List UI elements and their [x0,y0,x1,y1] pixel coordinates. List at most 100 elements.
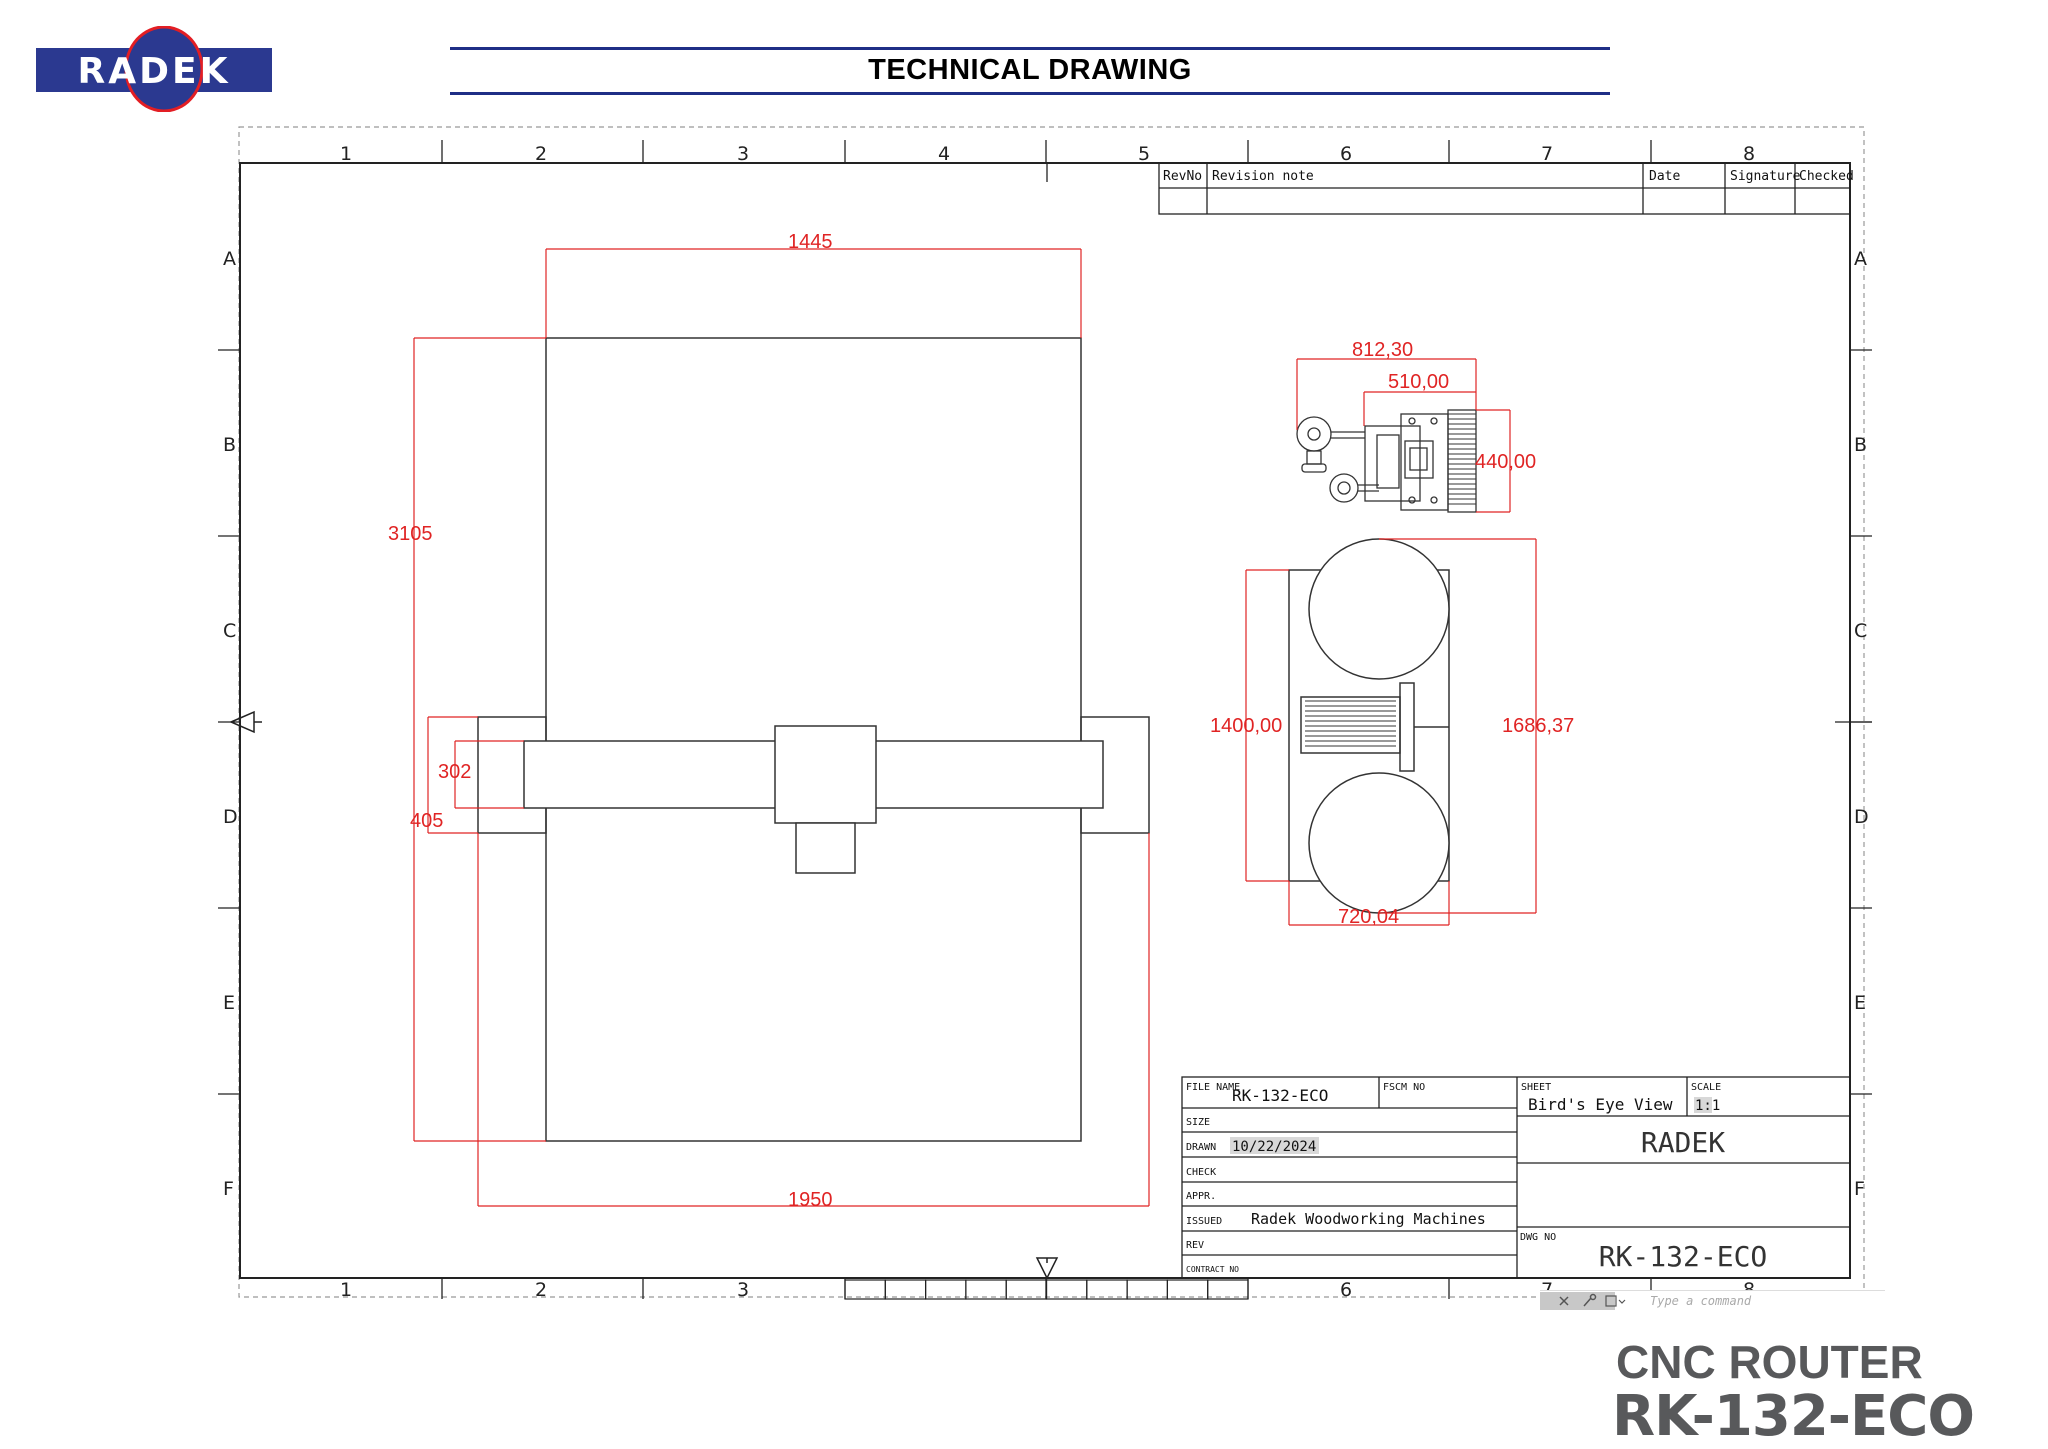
bottom-scale-strip [844,1279,1249,1300]
wrench-icon[interactable] [1583,1293,1597,1307]
dim-label-pump-inner: 510,00 [1388,371,1449,393]
header-rule-bottom [450,92,1610,95]
centering-markers [229,710,1059,1280]
strip-cell [1166,1279,1209,1300]
pump-motor [1296,416,1332,452]
collector-dimensions [1245,538,1537,926]
col-label: 1 [340,143,352,165]
logo-oval [124,26,204,112]
revision-table-headers: RevNo Revision note Date Signature Check… [1163,169,1854,184]
dim-label-gantry-inner: 302 [438,761,471,783]
tb-label-sheet: SHEET [1521,1082,1551,1093]
pump-window-frame [1404,440,1434,479]
row-label: D [223,806,238,828]
paper-edge [238,126,1865,1298]
collector-fin-lines [1305,700,1396,747]
title-block-frame [1181,1076,1851,1279]
tb-drawn-highlight [1230,1137,1319,1154]
strip-cell [884,1279,927,1300]
tb-label-size: SIZE [1186,1117,1210,1128]
logo-text: RADEK [78,51,231,92]
dim-label-collector-height: 1400,00 [1210,715,1282,737]
collector-motor-flange [1399,682,1415,772]
dim-label-pump-depth: 440,00 [1475,451,1536,473]
rev-header-revno: RevNo [1163,169,1202,184]
tb-label-dwg-no: DWG NO [1520,1232,1556,1243]
pump-bolt [1430,496,1438,504]
pump-motor-base [1306,450,1322,465]
header-rule-top [450,47,1610,50]
dim-label-gantry-outer: 405 [410,810,443,832]
column-labels-top: 1 2 3 4 5 6 7 8 [340,143,1755,165]
drawing-frame [239,162,1851,1279]
pump-filter [1329,473,1359,503]
command-input[interactable]: Type a command [1650,1294,1752,1308]
row-label: A [223,248,236,270]
col-label: 3 [737,143,749,165]
tb-label-file-name: FILE NAME [1186,1082,1240,1093]
col-label: 2 [535,1279,547,1301]
row-label: A [1854,248,1867,270]
tb-label-contract: CONTRACT NO [1186,1265,1239,1274]
tb-sheet: Bird's Eye View [1528,1095,1673,1114]
row-label: F [223,1178,234,1200]
pump-filter-core [1337,481,1351,495]
command-line-bg [1540,1290,1885,1312]
pump-bolt [1430,417,1438,425]
router-top-view [477,337,1150,1142]
spindle-head [795,822,856,874]
tb-label-rev: REV [1186,1240,1204,1251]
cad-command-line[interactable]: Type a command [1540,1290,1885,1312]
row-label: B [1854,434,1867,456]
strip-cell [965,1279,1007,1300]
pump-dimensions [1296,358,1511,513]
title-block-text: FILE NAME RK-132-ECO FSCM NO SHEET Bird'… [1186,1082,1767,1274]
rev-header-checked: Checked [1799,169,1854,184]
row-labels-left: A B C D E F [223,248,238,1200]
collector-motor [1300,696,1401,754]
pump-bolt [1408,417,1416,425]
tb-label-appr: APPR. [1186,1191,1216,1202]
router-dimensions [413,248,1150,1207]
col-label: 5 [1138,143,1150,165]
rev-header-note: Revision note [1212,169,1314,184]
col-label: 3 [737,1279,749,1301]
tb-scale-highlight [1694,1097,1712,1113]
row-label: D [1854,806,1869,828]
tb-drawn: 10/22/2024 [1232,1139,1316,1155]
pump-motor-foot [1301,463,1327,473]
dim-label-width: 1445 [788,231,833,253]
row-label: E [223,992,235,1014]
tb-company: RADEK [1641,1126,1725,1159]
tb-issued: Radek Woodworking Machines [1251,1210,1486,1228]
col-label: 6 [1340,143,1352,165]
strip-cell [1207,1279,1249,1300]
strip-cell [924,1279,967,1300]
revision-table [1158,162,1851,215]
command-line-toolbar [1540,1292,1615,1310]
pump-body [1364,425,1421,502]
tb-label-scale: SCALE [1691,1082,1721,1093]
vacuum-pump-view [1296,409,1477,513]
col-label: 4 [938,143,950,165]
dust-collector-view [1288,538,1450,914]
pump-motor-shaft [1307,427,1321,441]
pump-bolt [1408,496,1416,504]
close-icon[interactable] [1559,1296,1569,1306]
row-labels-right: A B C D E F [1854,248,1869,1200]
pump-window [1409,447,1428,471]
row-label: B [223,434,236,456]
pump-housing [1376,434,1400,489]
pump-casing [1400,413,1449,511]
title-block [1181,1076,1851,1279]
pump-cooling-fins [1447,409,1477,513]
command-history-icon[interactable] [1605,1295,1626,1307]
collector-drum-top [1308,538,1450,680]
strip-cell [1086,1279,1128,1300]
dim-label-overall-width: 1950 [788,1189,833,1211]
strip-cell [1045,1279,1088,1300]
tb-label-fscm: FSCM NO [1383,1082,1425,1093]
tb-label-issued: ISSUED [1186,1216,1222,1227]
tb-scale: 1:1 [1695,1098,1720,1114]
